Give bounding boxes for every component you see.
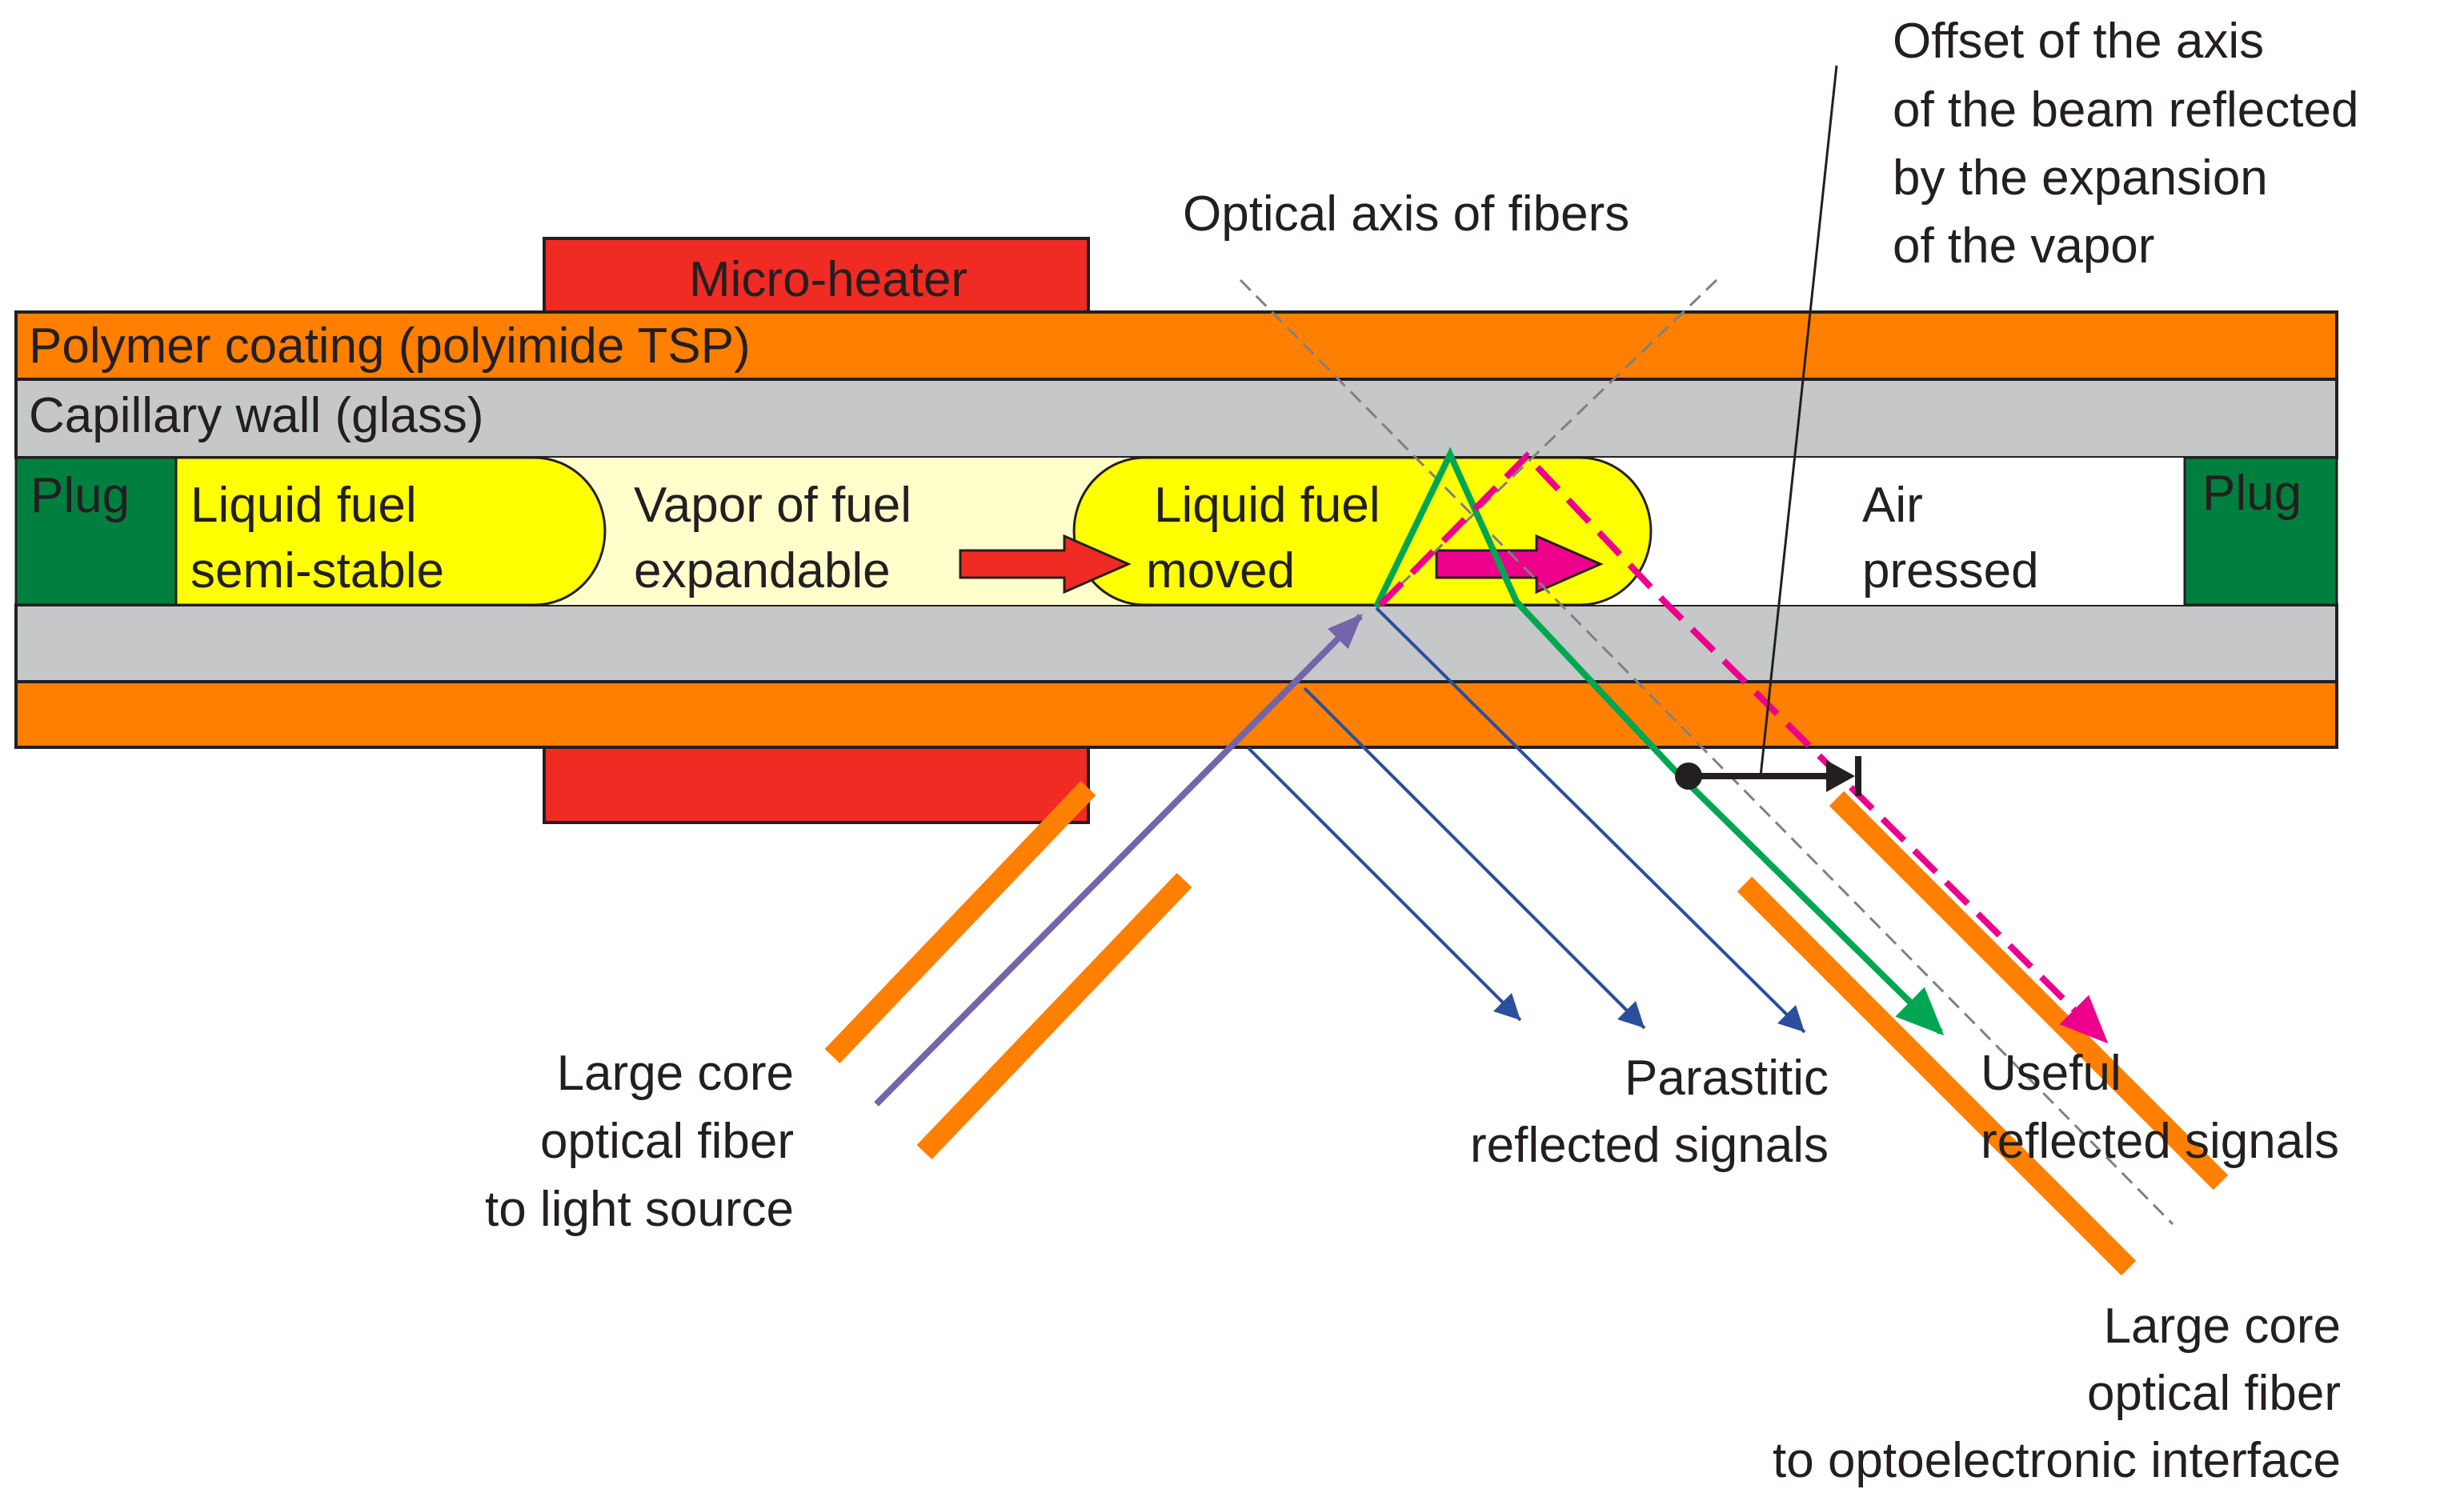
offset-start-dot — [1675, 763, 1702, 790]
plug-right — [2183, 456, 2338, 606]
optical-axis-label: Optical axis of fibers — [1183, 186, 1629, 242]
offset-note-line-1: Offset of the axis — [1893, 14, 2264, 69]
capillary-wall-label: Capillary wall (glass) — [29, 388, 483, 443]
parasitic-ray-3 — [1375, 606, 1806, 1034]
vapor-label-2: expandable — [634, 543, 891, 598]
offset-note-line-4: of the vapor — [1893, 218, 2154, 274]
liquid-fuel-moved-label-1: Liquid fuel — [1154, 478, 1380, 533]
parasitic-arrowhead-1 — [1493, 993, 1520, 1020]
micro-heater-bottom — [543, 734, 1090, 824]
optical-axis-line-a — [1239, 278, 2174, 1226]
parasitic-ray-1 — [1247, 746, 1522, 1022]
offset-arrowhead — [1826, 760, 1855, 792]
interface-fiber-label-2: optical fiber — [2087, 1366, 2341, 1421]
micro-heater-label: Micro-heater — [689, 252, 968, 307]
vapor-expansion-arrow — [959, 534, 1132, 594]
offset-note-line-2: of the beam reflected — [1893, 82, 2358, 138]
fuel-motion-arrow — [1435, 534, 1604, 594]
liquid-fuel-semistable — [174, 456, 607, 606]
polymer-coating-bottom — [14, 680, 2338, 749]
parasitic-label-2: reflected signals — [1470, 1118, 1829, 1173]
interface-fiber-label-1: Large core — [2104, 1299, 2341, 1354]
source-fiber — [824, 781, 1192, 1159]
source-fiber-label-1: Large core — [557, 1046, 794, 1101]
source-fiber-label-2: optical fiber — [540, 1114, 794, 1169]
polymer-coating-top — [14, 310, 2338, 381]
plug-right-label: Plug — [2202, 466, 2302, 521]
plug-left — [14, 456, 178, 606]
source-fiber-label-3: to light source — [485, 1182, 794, 1237]
parasitic-ray-2 — [1303, 686, 1646, 1030]
interface-fiber-label-3: to optoelectronic interface — [1773, 1433, 2341, 1488]
offset-leader-line — [1759, 65, 1838, 777]
capillary-wall-top — [14, 378, 2338, 459]
air-label-1: Air — [1862, 478, 1923, 533]
air-label-2: pressed — [1862, 543, 2039, 598]
interface-fiber — [1737, 791, 2229, 1276]
air-region — [1585, 458, 2185, 605]
shifted-reflected-beam — [1378, 451, 2109, 1044]
parasitic-arrowhead-2 — [1617, 1001, 1645, 1028]
offset-note-line-3: by the expansion — [1893, 150, 2268, 206]
parasitic-arrowhead-3 — [1777, 1005, 1805, 1032]
liquid-fuel-semistable-label-2: semi-stable — [190, 543, 444, 598]
incident-beam — [874, 614, 1363, 1107]
liquid-fuel-moved-label-2: moved — [1146, 543, 1295, 598]
liquid-fuel-semistable-label-1: Liquid fuel — [190, 478, 417, 533]
useful-label-2: reflected signals — [1981, 1114, 2339, 1169]
capillary-wall-bottom — [14, 603, 2338, 683]
plug-left-label: Plug — [30, 468, 130, 523]
polymer-coating-label: Polymer coating (polyimide TSP) — [29, 318, 751, 374]
vapor-label-1: Vapor of fuel — [634, 478, 911, 533]
useful-reflected-beam — [1373, 446, 1945, 1036]
parasitic-label-1: Parastitic — [1625, 1051, 1829, 1106]
useful-label-1: Useful — [1981, 1046, 2121, 1101]
